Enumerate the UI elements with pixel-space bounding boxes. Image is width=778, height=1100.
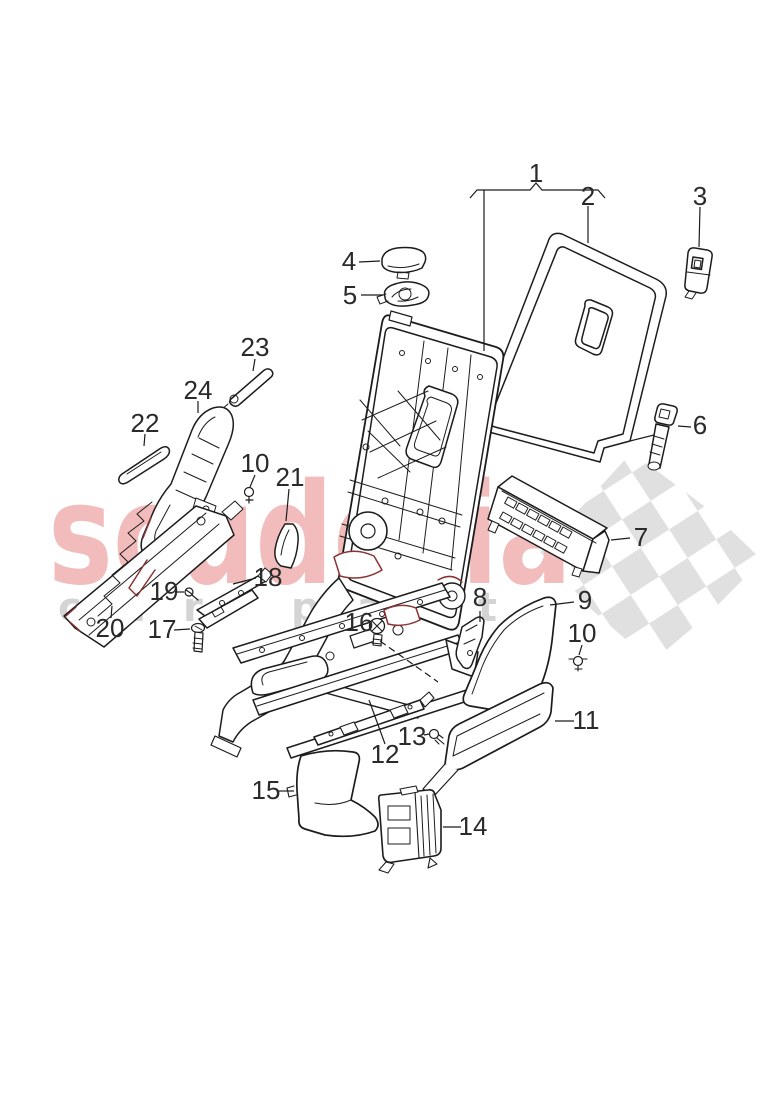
part-pin-screw-left	[243, 486, 255, 504]
part-cap	[381, 246, 427, 280]
callout-label-3: 3	[693, 181, 707, 211]
leader-line-12	[368, 699, 386, 745]
callout-labels: 1 2 3 4 5 6 7 8 9 10 10 11 12 13 14 15 1…	[96, 158, 708, 841]
callout-label-14: 14	[459, 811, 488, 841]
leader-line-10-right	[578, 644, 583, 656]
leader-line-13	[423, 733, 430, 736]
part-wedge-trim	[274, 523, 299, 569]
callout-label-10-right: 10	[568, 618, 597, 648]
part-lower-trim-grille	[487, 475, 610, 578]
callout-label-2: 2	[581, 181, 595, 211]
grille-cutouts	[499, 496, 573, 554]
part-rail-bracket	[196, 567, 273, 629]
part-pin-screw-right	[568, 655, 588, 672]
leader-line-3	[698, 206, 701, 248]
callout-label-11: 11	[573, 705, 600, 735]
leader-line-17	[173, 628, 191, 631]
part-side-bracket	[455, 616, 485, 670]
callout-label-17: 17	[148, 614, 177, 644]
callout-label-20: 20	[96, 613, 125, 643]
callout-label-13: 13	[398, 721, 427, 751]
part-lower-side-trim	[422, 681, 554, 797]
leader-line-20	[110, 605, 113, 619]
accent-details	[65, 517, 463, 632]
part-rod	[220, 368, 274, 411]
part-screw-13	[428, 728, 445, 745]
checkered-flag	[540, 452, 762, 662]
callout-label-5: 5	[343, 280, 357, 310]
callout-label-18: 18	[254, 562, 283, 592]
part-bolt	[190, 622, 206, 653]
callout-label-23: 23	[241, 332, 270, 362]
part-hinge-bracket	[647, 403, 678, 471]
callout-label-9: 9	[578, 585, 592, 615]
part-panhead-screw	[368, 617, 386, 647]
callout-label-7: 7	[634, 522, 648, 552]
part-latch-block	[684, 247, 713, 300]
callout-label-22: 22	[131, 408, 160, 438]
part-strip	[118, 446, 171, 485]
part-adjuster-rail	[313, 691, 435, 746]
part-floor-bracket	[377, 785, 442, 874]
leader-line-22	[143, 433, 146, 447]
checkered-flag-shape	[540, 452, 762, 662]
callout-label-16: 16	[345, 607, 374, 637]
callout-label-8: 8	[473, 582, 487, 612]
leader-bracket-1	[469, 182, 606, 199]
part-front-trim	[286, 749, 379, 838]
leader-line-4	[358, 260, 381, 263]
artwork	[63, 232, 713, 874]
callout-label-10-left: 10	[241, 448, 270, 478]
part-backrest-panel	[478, 232, 668, 463]
leader-line-9	[549, 601, 575, 606]
leader-lines	[110, 182, 701, 828]
callout-label-1: 1	[529, 158, 543, 188]
leader-line-6	[677, 425, 692, 428]
leader-line-23	[252, 358, 256, 372]
callout-label-4: 4	[342, 246, 356, 276]
part-small-screw	[184, 587, 199, 601]
leader-line-18	[232, 577, 257, 585]
leader-line-7	[610, 537, 631, 541]
callout-label-6: 6	[693, 410, 707, 440]
part-bezel	[376, 281, 430, 307]
callout-label-24: 24	[184, 375, 213, 405]
callout-label-19: 19	[150, 576, 179, 606]
callout-label-21: 21	[276, 462, 305, 492]
part-backrest-frame	[337, 310, 505, 631]
callout-label-12: 12	[371, 739, 400, 769]
leader-line-10-left	[249, 474, 256, 488]
callout-label-15: 15	[252, 775, 281, 805]
leader-line-16	[379, 640, 439, 683]
leader-line-21	[285, 488, 290, 522]
